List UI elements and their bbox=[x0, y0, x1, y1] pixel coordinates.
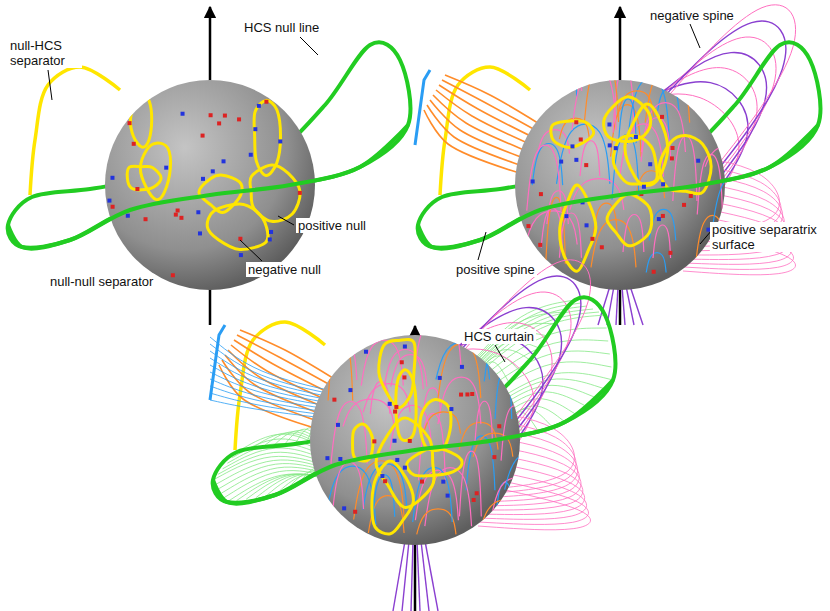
leader-line bbox=[240, 240, 262, 261]
callout-label: null-HCS separator bbox=[8, 38, 82, 68]
callout-label: positive spine bbox=[454, 262, 537, 277]
leader-line bbox=[278, 216, 294, 225]
callout-label: negative spine bbox=[648, 8, 736, 23]
leader-line bbox=[495, 345, 505, 362]
callout-label: null-null separator bbox=[48, 274, 155, 289]
callout-label: HCS curtain bbox=[462, 329, 536, 344]
callout-label: positive separatrix surface bbox=[710, 222, 826, 252]
leader-line bbox=[300, 37, 318, 55]
callout-label: positive null bbox=[296, 218, 368, 233]
leader-line bbox=[478, 232, 486, 260]
callout-label: negative null bbox=[246, 262, 323, 277]
leader-line bbox=[690, 24, 700, 48]
callout-label: HCS null line bbox=[242, 20, 321, 35]
sphere-panel bbox=[8, 7, 411, 325]
sphere-panel bbox=[415, 5, 820, 325]
leader-line bbox=[48, 70, 52, 100]
sphere-panel bbox=[210, 260, 615, 611]
